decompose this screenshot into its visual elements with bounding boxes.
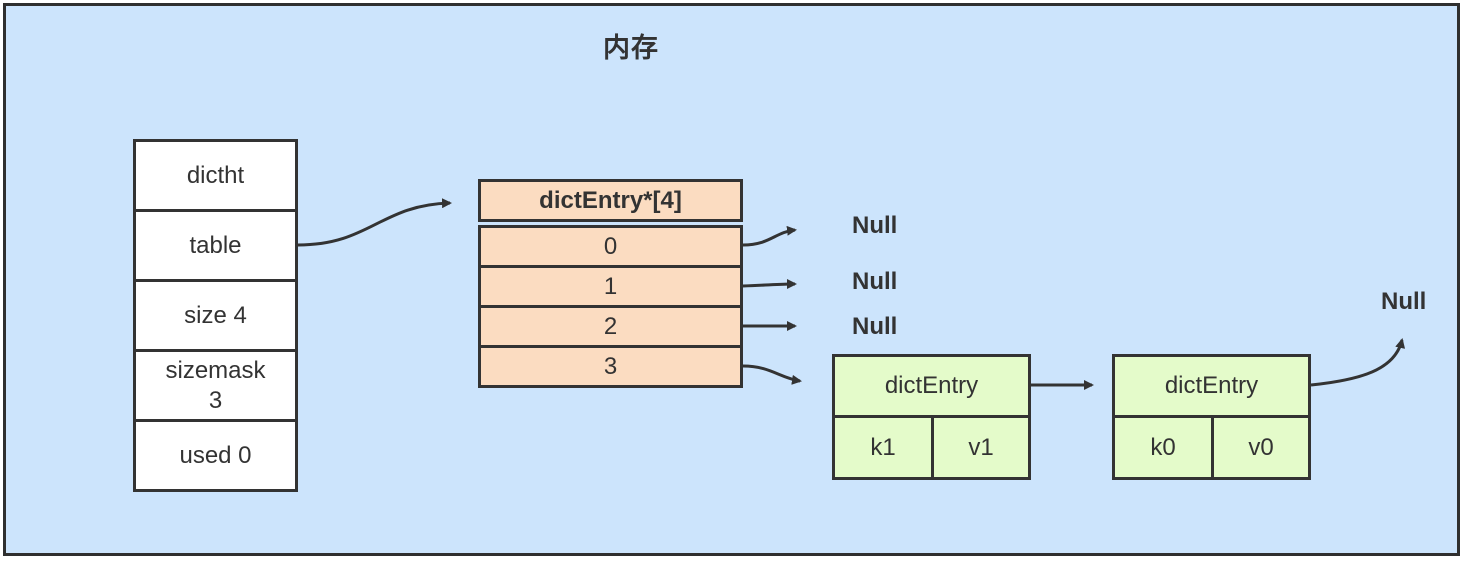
dict-entry-2-header: dictEntry bbox=[1112, 354, 1311, 418]
array-slot-1: 1 bbox=[478, 265, 743, 308]
array-header: dictEntry*[4] bbox=[478, 179, 743, 222]
dict-entry-2-value: v0 bbox=[1211, 415, 1311, 480]
dict-entry-1-key: k1 bbox=[832, 415, 934, 480]
sizemask-value: 3 bbox=[208, 386, 223, 414]
null-label-slot-2: Null bbox=[852, 313, 898, 340]
sizemask-label: sizemask bbox=[165, 356, 266, 384]
dictht-table-field: table bbox=[133, 209, 298, 282]
arrow-slot-0-to-null bbox=[742, 225, 797, 247]
dictht-used-field: used 0 bbox=[133, 419, 298, 492]
dictht-size-field: size 4 bbox=[133, 279, 298, 352]
null-label-slot-1: Null bbox=[852, 268, 898, 295]
dict-entry-1-value: v1 bbox=[931, 415, 1031, 480]
dictht-sizemask-field: sizemask 3 bbox=[133, 349, 298, 422]
dict-entry-2-key: k0 bbox=[1112, 415, 1214, 480]
arrow-entry-2-to-null bbox=[1310, 338, 1406, 387]
null-label-chain-end: Null bbox=[1381, 288, 1427, 315]
null-label-slot-0: Null bbox=[852, 212, 898, 239]
memory-region-title: 内存 bbox=[603, 33, 659, 63]
array-slot-3: 3 bbox=[478, 345, 743, 388]
arrow-slot-3-to-entry-1 bbox=[742, 364, 802, 385]
arrow-table-to-array bbox=[297, 198, 452, 247]
arrow-slot-1-to-null bbox=[742, 279, 797, 290]
